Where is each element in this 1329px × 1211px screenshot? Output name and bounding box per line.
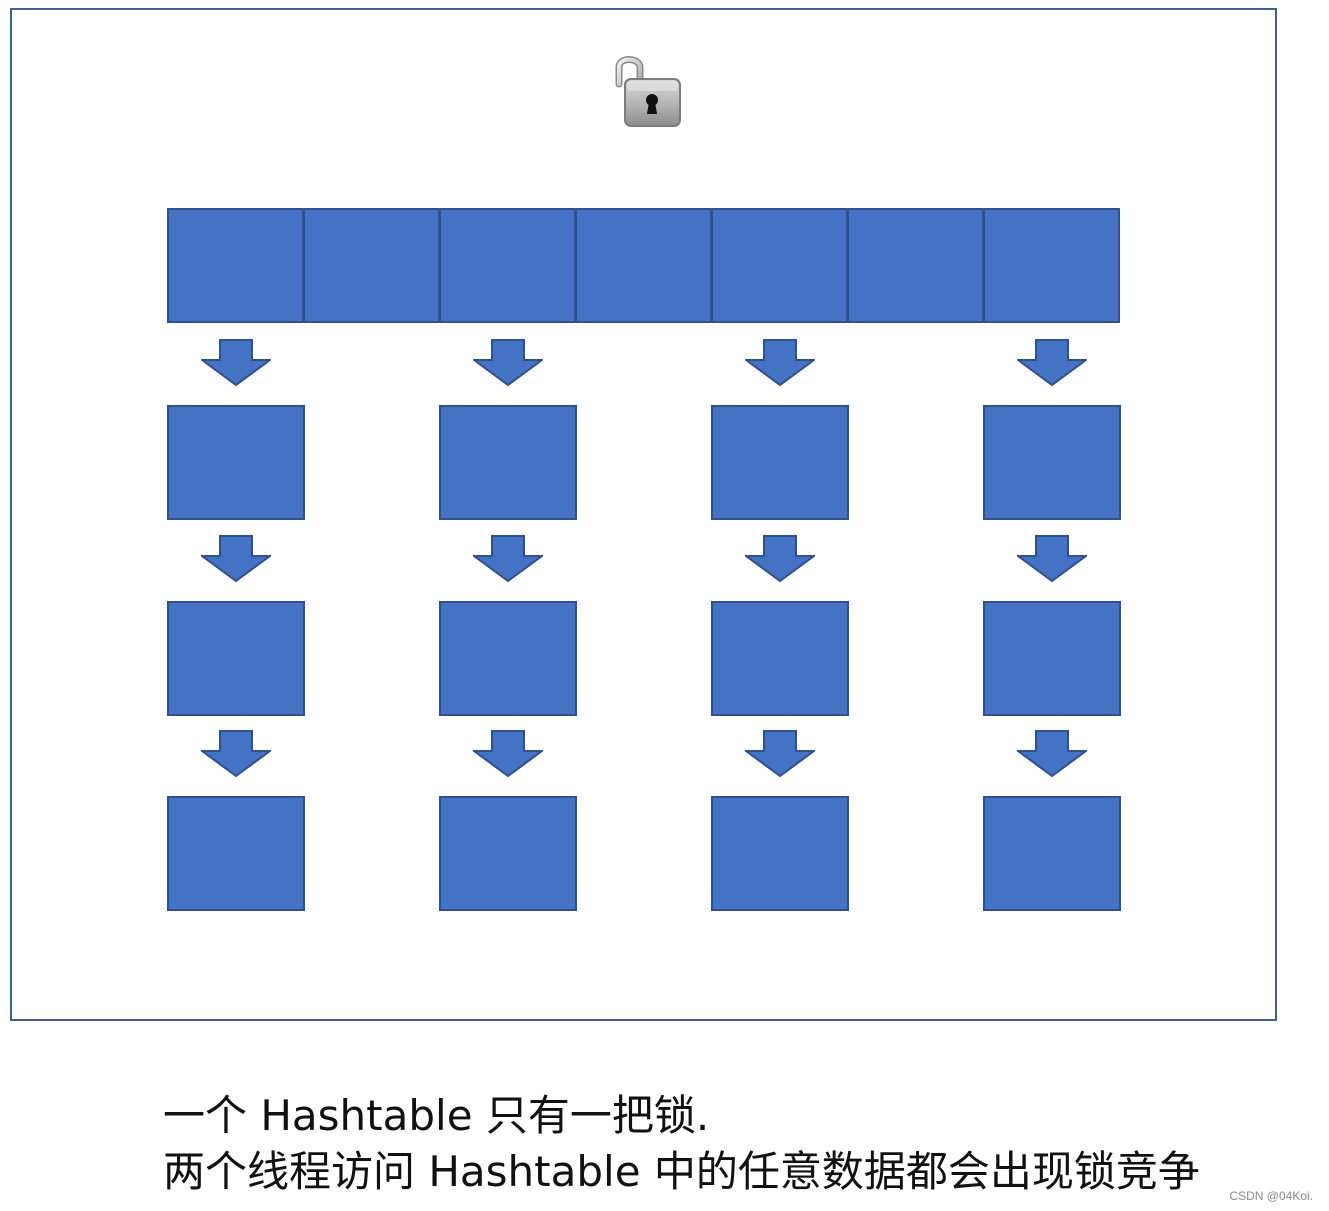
down-arrow-icon bbox=[1017, 339, 1087, 386]
down-arrow-shape bbox=[745, 730, 815, 777]
down-arrow-icon bbox=[473, 730, 543, 777]
bucket-cell bbox=[983, 208, 1120, 323]
caption-line-2: 两个线程访问 Hashtable 中的任意数据都会出现锁竞争 bbox=[163, 1147, 1200, 1196]
open-padlock-icon bbox=[602, 50, 682, 130]
chain-node bbox=[167, 405, 305, 520]
bucket-cell bbox=[303, 208, 440, 323]
down-arrow-shape bbox=[745, 339, 815, 386]
caption-line-1: 一个 Hashtable 只有一把锁. bbox=[163, 1091, 710, 1140]
down-arrow-shape bbox=[1017, 730, 1087, 777]
down-arrow-icon bbox=[745, 730, 815, 777]
down-arrow-icon bbox=[201, 730, 271, 777]
down-arrow-shape bbox=[201, 535, 271, 582]
chain-node bbox=[711, 405, 849, 520]
bucket-cell bbox=[711, 208, 848, 323]
down-arrow-shape bbox=[745, 535, 815, 582]
chain-node bbox=[439, 405, 577, 520]
chain-node bbox=[439, 601, 577, 716]
down-arrow-icon bbox=[473, 339, 543, 386]
chain-node bbox=[983, 796, 1121, 911]
down-arrow-icon bbox=[201, 339, 271, 386]
bucket-cell bbox=[439, 208, 576, 323]
diagram-caption: 一个 Hashtable 只有一把锁. 两个线程访问 Hashtable 中的任… bbox=[163, 1088, 1200, 1200]
down-arrow-shape bbox=[201, 339, 271, 386]
chain-node bbox=[167, 601, 305, 716]
down-arrow-shape bbox=[473, 730, 543, 777]
down-arrow-icon bbox=[1017, 535, 1087, 582]
down-arrow-icon bbox=[745, 535, 815, 582]
down-arrow-shape bbox=[473, 339, 543, 386]
chain-node bbox=[983, 601, 1121, 716]
chain-node bbox=[983, 405, 1121, 520]
down-arrow-shape bbox=[1017, 339, 1087, 386]
bucket-cell bbox=[167, 208, 304, 323]
bucket-cell bbox=[575, 208, 712, 323]
down-arrow-shape bbox=[473, 535, 543, 582]
down-arrow-shape bbox=[1017, 535, 1087, 582]
chain-node bbox=[711, 796, 849, 911]
bucket-cell bbox=[847, 208, 984, 323]
watermark-text: CSDN @04Koi. bbox=[1229, 1189, 1313, 1203]
down-arrow-icon bbox=[473, 535, 543, 582]
down-arrow-icon bbox=[745, 339, 815, 386]
down-arrow-shape bbox=[201, 730, 271, 777]
down-arrow-icon bbox=[1017, 730, 1087, 777]
down-arrow-icon bbox=[201, 535, 271, 582]
chain-node bbox=[439, 796, 577, 911]
chain-node bbox=[711, 601, 849, 716]
chain-node bbox=[167, 796, 305, 911]
